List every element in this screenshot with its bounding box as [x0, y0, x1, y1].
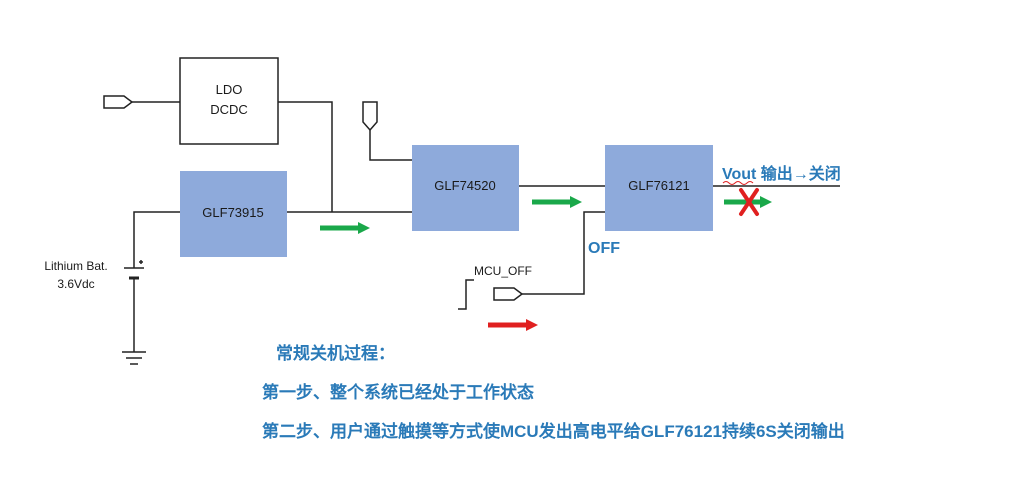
off-label: OFF [588, 240, 620, 257]
battery-symbol [122, 260, 146, 365]
glf74520-block: GLF74520 [412, 145, 519, 231]
step-1: 第一步、整个系统已经处于工作状态 [262, 382, 534, 402]
input-connector-left [103, 95, 134, 109]
glf74520-label: GLF74520 [434, 178, 495, 193]
ldo-label-line2: DCDC [210, 102, 248, 117]
step-2: 第二步、用户通过触摸等方式使MCU发出高电平给GLF76121持续6S关闭输出 [262, 421, 845, 441]
steps-text: 常规关机过程： 第一步、整个系统已经处于工作状态 第二步、用户通过触摸等方式使M… [262, 343, 845, 441]
vout-label: Vout 输出→关闭 [722, 164, 841, 183]
glf73915-block: GLF73915 [180, 171, 287, 257]
wire-mcu-to-glf76121 [522, 211, 605, 295]
ldo-dcdc-block: LDO DCDC [179, 57, 279, 145]
battery-label-line1: Lithium Bat. [44, 259, 107, 273]
glf76121-block: GLF76121 [605, 145, 713, 231]
glf76121-label: GLF76121 [628, 178, 689, 193]
mcu-off-connector [493, 287, 524, 301]
steps-title: 常规关机过程： [276, 343, 395, 363]
red-cross-mark [739, 188, 759, 216]
wires [103, 95, 840, 310]
ldo-label-line1: LDO [216, 82, 243, 97]
wire-battery-to-glf73915 [133, 211, 180, 268]
battery-label-line2: 3.6Vdc [57, 277, 94, 291]
green-arrow-1 [320, 222, 370, 234]
green-arrow-vout [724, 196, 772, 208]
wire-ldo-to-bus [278, 101, 333, 212]
mcu-off-step-signal [458, 279, 474, 310]
green-arrow-2 [532, 196, 582, 208]
vout-squiggle-underline [722, 181, 754, 185]
mcu-off-label: MCU_OFF [474, 264, 532, 278]
input-connector-top [362, 101, 378, 132]
glf73915-label: GLF73915 [202, 205, 263, 220]
wire-top-connector-to-glf74520 [369, 130, 412, 161]
red-arrow-mcu [488, 319, 538, 331]
